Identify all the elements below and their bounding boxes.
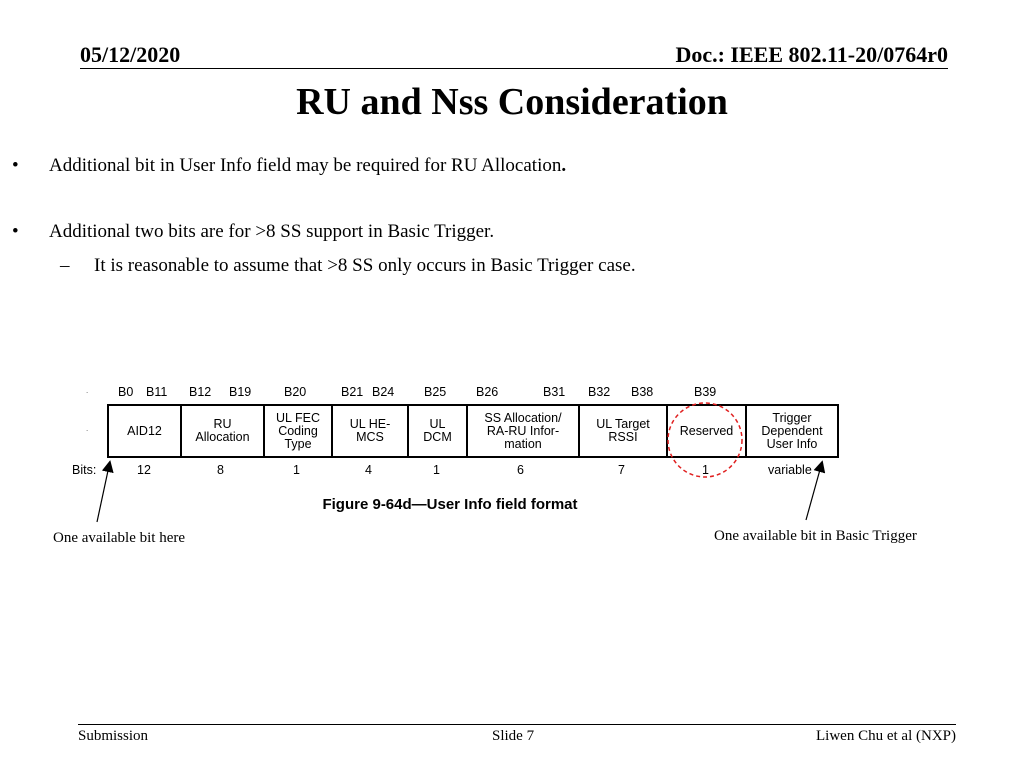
field-ss-allocation: SS Allocation/ RA-RU Infor- mation (468, 406, 580, 456)
header-doc-number: Doc.: IEEE 802.11-20/0764r0 (675, 42, 948, 67)
bullet-marker-1: • (12, 155, 19, 176)
field-ul-target-rssi: UL Target RSSI (580, 406, 668, 456)
bits-label: Bits: (72, 463, 97, 477)
subbullet-marker-1: – (60, 255, 70, 276)
footer-author: Liwen Chu et al (NXP) (816, 728, 956, 744)
bitpos-b11: B11 (146, 385, 168, 399)
footer-submission: Submission (78, 728, 149, 744)
footer-slide-number: Slide 7 (492, 728, 535, 744)
bitpos-b39: B39 (694, 385, 717, 399)
bitpos-b19: B19 (229, 385, 252, 399)
bullet-2: Additional two bits are for >8 SS suppor… (49, 221, 495, 242)
field-ul-fec-coding-type: UL FEC Coding Type (265, 406, 333, 456)
footer-divider (78, 724, 956, 725)
bitcount-ss-allocation: 6 (517, 463, 524, 477)
field-aid12: AID12 (109, 406, 182, 456)
annotation-left: One available bit here (53, 530, 186, 546)
bitpos-b0: B0 (118, 385, 134, 399)
bitpos-b38: B38 (631, 385, 654, 399)
user-info-field-row: AID12 RU Allocation UL FEC Coding Type U… (107, 404, 839, 458)
bitpos-b26: B26 (476, 385, 499, 399)
bitcount-ul-target-rssi: 7 (618, 463, 625, 477)
bitcount-ul-fec: 1 (293, 463, 300, 477)
bitcount-ul-dcm: 1 (433, 463, 440, 477)
bitpos-b25: B25 (424, 385, 447, 399)
subbullet-1: It is reasonable to assume that >8 SS on… (94, 255, 636, 276)
bitpos-b20: B20 (284, 385, 307, 399)
bitpos-b12: B12 (189, 385, 212, 399)
bitcount-reserved: 1 (702, 463, 709, 477)
bullet-1-period: . (561, 155, 567, 176)
field-ru-allocation: RU Allocation (182, 406, 265, 456)
slide-title: RU and Nss Consideration (296, 81, 728, 123)
bullet-marker-2: • (12, 221, 19, 242)
bitpos-b24: B24 (372, 385, 395, 399)
field-reserved: Reserved (668, 406, 747, 456)
right-arrow (805, 460, 826, 521)
left-arrow (96, 460, 114, 523)
annotation-right: One available bit in Basic Trigger (714, 528, 917, 544)
dot-mark-2: . (86, 424, 89, 433)
field-trigger-dependent-user-info: Trigger Dependent User Info (761, 410, 823, 451)
bitpos-b31: B31 (543, 385, 566, 399)
field-ul-he-mcs: UL HE- MCS (333, 406, 409, 456)
header-date: 05/12/2020 (80, 42, 181, 67)
header-divider (80, 68, 948, 69)
reserved-highlight-circle (667, 402, 743, 478)
bitcount-trigger-dependent: variable (768, 463, 812, 477)
bitpos-b32: B32 (588, 385, 611, 399)
dot-mark-1: . (86, 386, 89, 395)
bullet-1-text: Additional bit in User Info field may be… (49, 155, 562, 176)
bitcount-aid12: 12 (137, 463, 151, 477)
bitpos-b21: B21 (341, 385, 364, 399)
bullet-1: Additional bit in User Info field may be… (49, 155, 566, 177)
bitcount-ru-allocation: 8 (217, 463, 224, 477)
figure-caption: Figure 9-64d—User Info field format (322, 496, 578, 513)
field-ul-dcm: UL DCM (409, 406, 468, 456)
bitcount-ul-he-mcs: 4 (365, 463, 372, 477)
